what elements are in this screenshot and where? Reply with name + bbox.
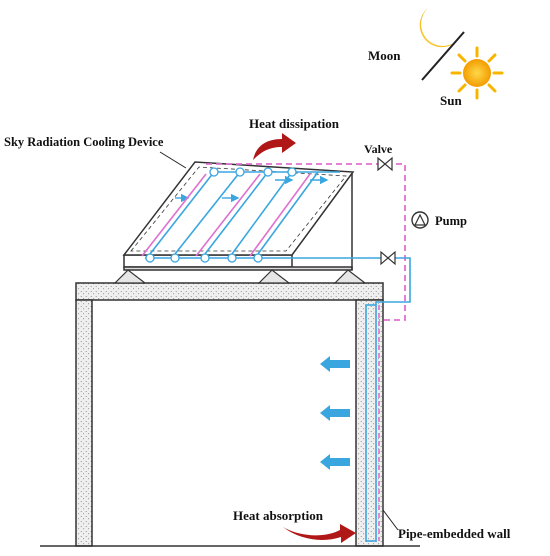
moon-icon	[419, 8, 458, 48]
heat-absorption-label: Heat absorption	[233, 508, 324, 523]
valve-label: Valve	[364, 142, 393, 156]
support-feet	[113, 269, 367, 284]
device-label: Sky Radiation Cooling Device	[4, 135, 164, 149]
heat-dissipation-label: Heat dissipation	[249, 116, 340, 131]
roof-slab	[75, 282, 384, 301]
left-wall	[75, 299, 93, 547]
pump-label: Pump	[435, 214, 467, 228]
sun-label: Sun	[440, 93, 462, 108]
cooling-flow-arrows	[320, 356, 350, 470]
wall-leader-line	[382, 509, 399, 531]
valve-top-icon[interactable]	[377, 156, 393, 172]
heat-dissipation-arrow	[253, 133, 296, 160]
wall-embedded-pipe	[365, 304, 377, 542]
sun-icon	[450, 46, 504, 100]
cold-supply-pipe	[292, 257, 411, 305]
device-leader-line	[159, 151, 187, 169]
valve-bottom-icon[interactable]	[380, 250, 396, 266]
heat-absorption-arrow	[283, 524, 356, 543]
moon-sun-divider	[421, 31, 465, 81]
pump-icon[interactable]	[411, 211, 429, 229]
moon-label: Moon	[368, 48, 401, 63]
sky-radiation-cooling-panel	[122, 161, 355, 263]
wall-label: Pipe-embedded wall	[398, 526, 511, 541]
